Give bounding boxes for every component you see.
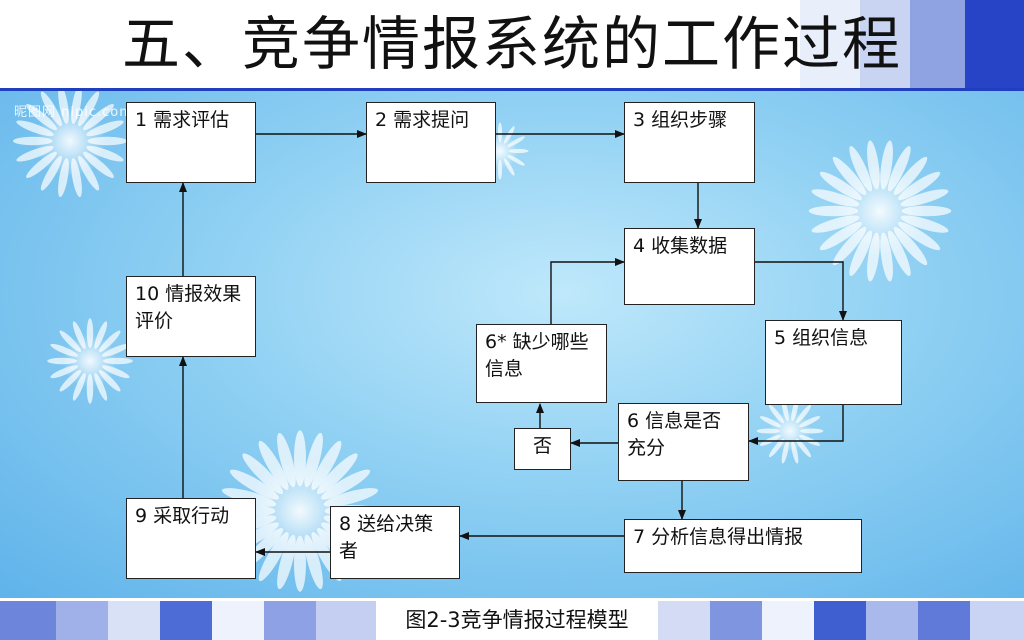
- footer-tile: [264, 601, 316, 640]
- figure-caption: 图2-3竞争情报过程模型: [376, 602, 658, 638]
- slide-title: 五、竞争情报系统的工作过程: [121, 10, 902, 78]
- footer-tile: [160, 601, 212, 640]
- footer-tile: [814, 601, 866, 640]
- node-1-needs-assessment: 1 需求评估: [126, 102, 256, 183]
- footer-tile: [762, 601, 814, 640]
- footer-tile: [212, 601, 264, 640]
- node-5-organize-info: 5 组织信息: [765, 320, 902, 405]
- node-no: 否: [514, 428, 571, 470]
- node-2-needs-inquiry: 2 需求提问: [366, 102, 496, 183]
- footer-tile: [658, 601, 710, 640]
- footer-tile: [918, 601, 970, 640]
- node-7-analyze-info: 7 分析信息得出情报: [624, 519, 862, 573]
- footer-tile: [108, 601, 160, 640]
- node-6-info-sufficient: 6 信息是否充分: [618, 403, 749, 481]
- arrow-4-to-5: [754, 261, 847, 321]
- node-6star-missing-info: 6* 缺少哪些信息: [476, 324, 607, 403]
- footer-tile: [866, 601, 918, 640]
- footer-tile: [710, 601, 762, 640]
- header-band: [860, 0, 910, 88]
- node-4-collect-data: 4 收集数据: [624, 228, 755, 305]
- footer-tile: [56, 601, 108, 640]
- footer-tile: [0, 601, 56, 640]
- arrow-5-to-6: [748, 404, 844, 445]
- node-10-evaluate-effect: 10 情报效果评价: [126, 276, 256, 357]
- header-band: [965, 0, 1024, 88]
- footer-tile: [970, 601, 1024, 640]
- footer-tile: [316, 601, 376, 640]
- arrow-6star-to-4: [550, 258, 625, 324]
- header-divider: [0, 88, 1024, 91]
- node-9-take-action: 9 采取行动: [126, 498, 256, 579]
- watermark: 昵图网 nipic.com: [14, 105, 133, 120]
- header-band: [800, 0, 860, 88]
- node-8-send-to-decision-maker: 8 送给决策者: [330, 506, 460, 579]
- node-3-organize-steps: 3 组织步骤: [624, 102, 755, 183]
- header: 五、竞争情报系统的工作过程: [0, 0, 1024, 88]
- header-band: [910, 0, 965, 88]
